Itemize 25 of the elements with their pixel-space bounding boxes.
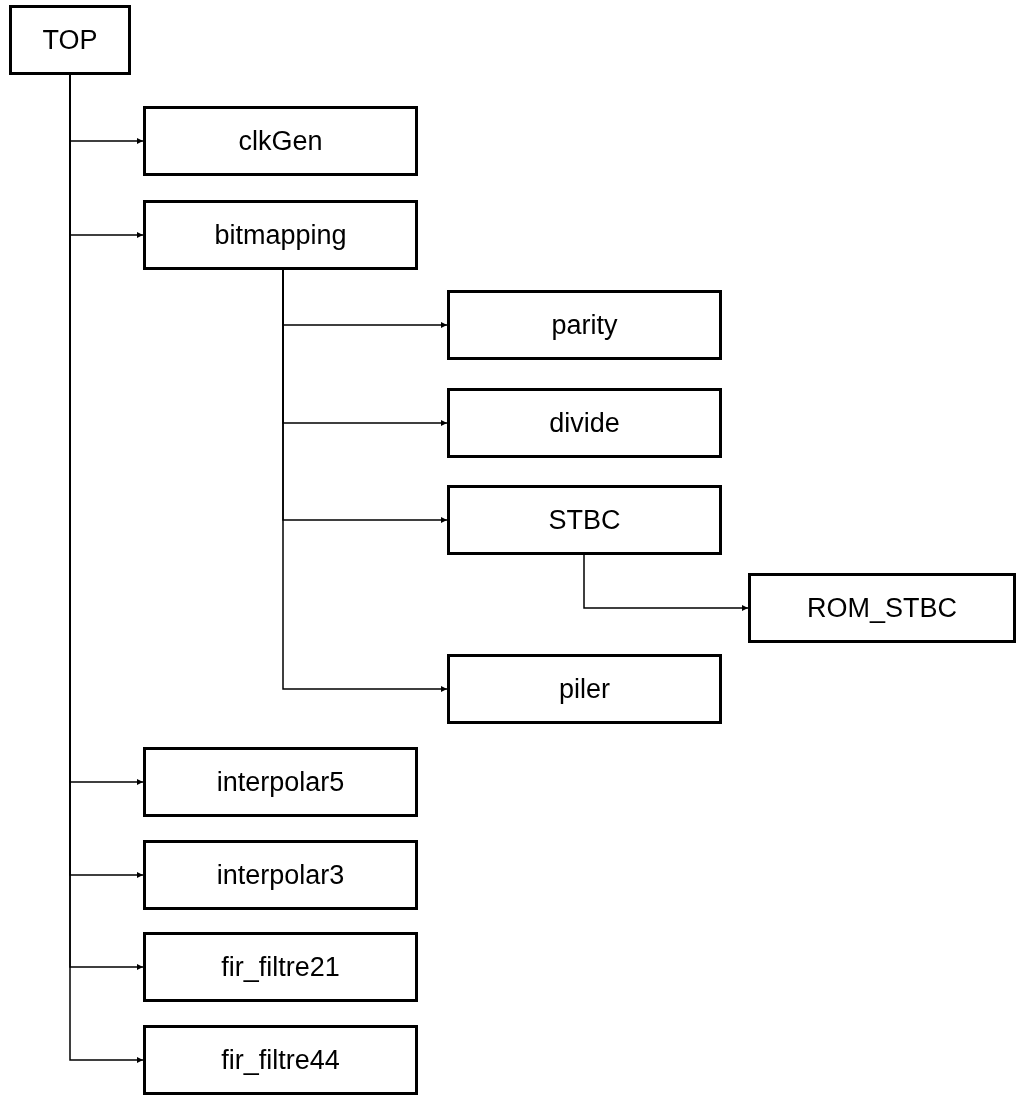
module-box — [143, 747, 418, 817]
module-box — [143, 840, 418, 910]
module-name: divide — [549, 407, 620, 439]
module-box — [143, 200, 418, 270]
module-box — [748, 573, 1016, 643]
module-box — [9, 5, 131, 75]
module-box — [447, 290, 722, 360]
module-name: piler — [559, 673, 610, 705]
module-box — [143, 1025, 418, 1095]
module-box — [143, 932, 418, 1002]
module-box — [447, 654, 722, 724]
module-name: parity — [551, 309, 618, 341]
module-name: STBC — [548, 504, 621, 536]
module-box — [143, 106, 418, 176]
module-name: interpolar3 — [216, 859, 345, 891]
module-box — [447, 388, 722, 458]
module-name: fir_filtre21 — [221, 951, 340, 983]
module-name: bitmapping — [214, 219, 347, 251]
module-name: fir_filtre44 — [221, 1044, 340, 1076]
module-box — [447, 485, 722, 555]
module-name: interpolar5 — [216, 766, 345, 798]
arrow — [583, 554, 749, 611]
module-name: clkGen — [238, 125, 323, 157]
module-name: ROM_STBC — [807, 592, 957, 624]
module-name: TOP — [42, 24, 98, 56]
